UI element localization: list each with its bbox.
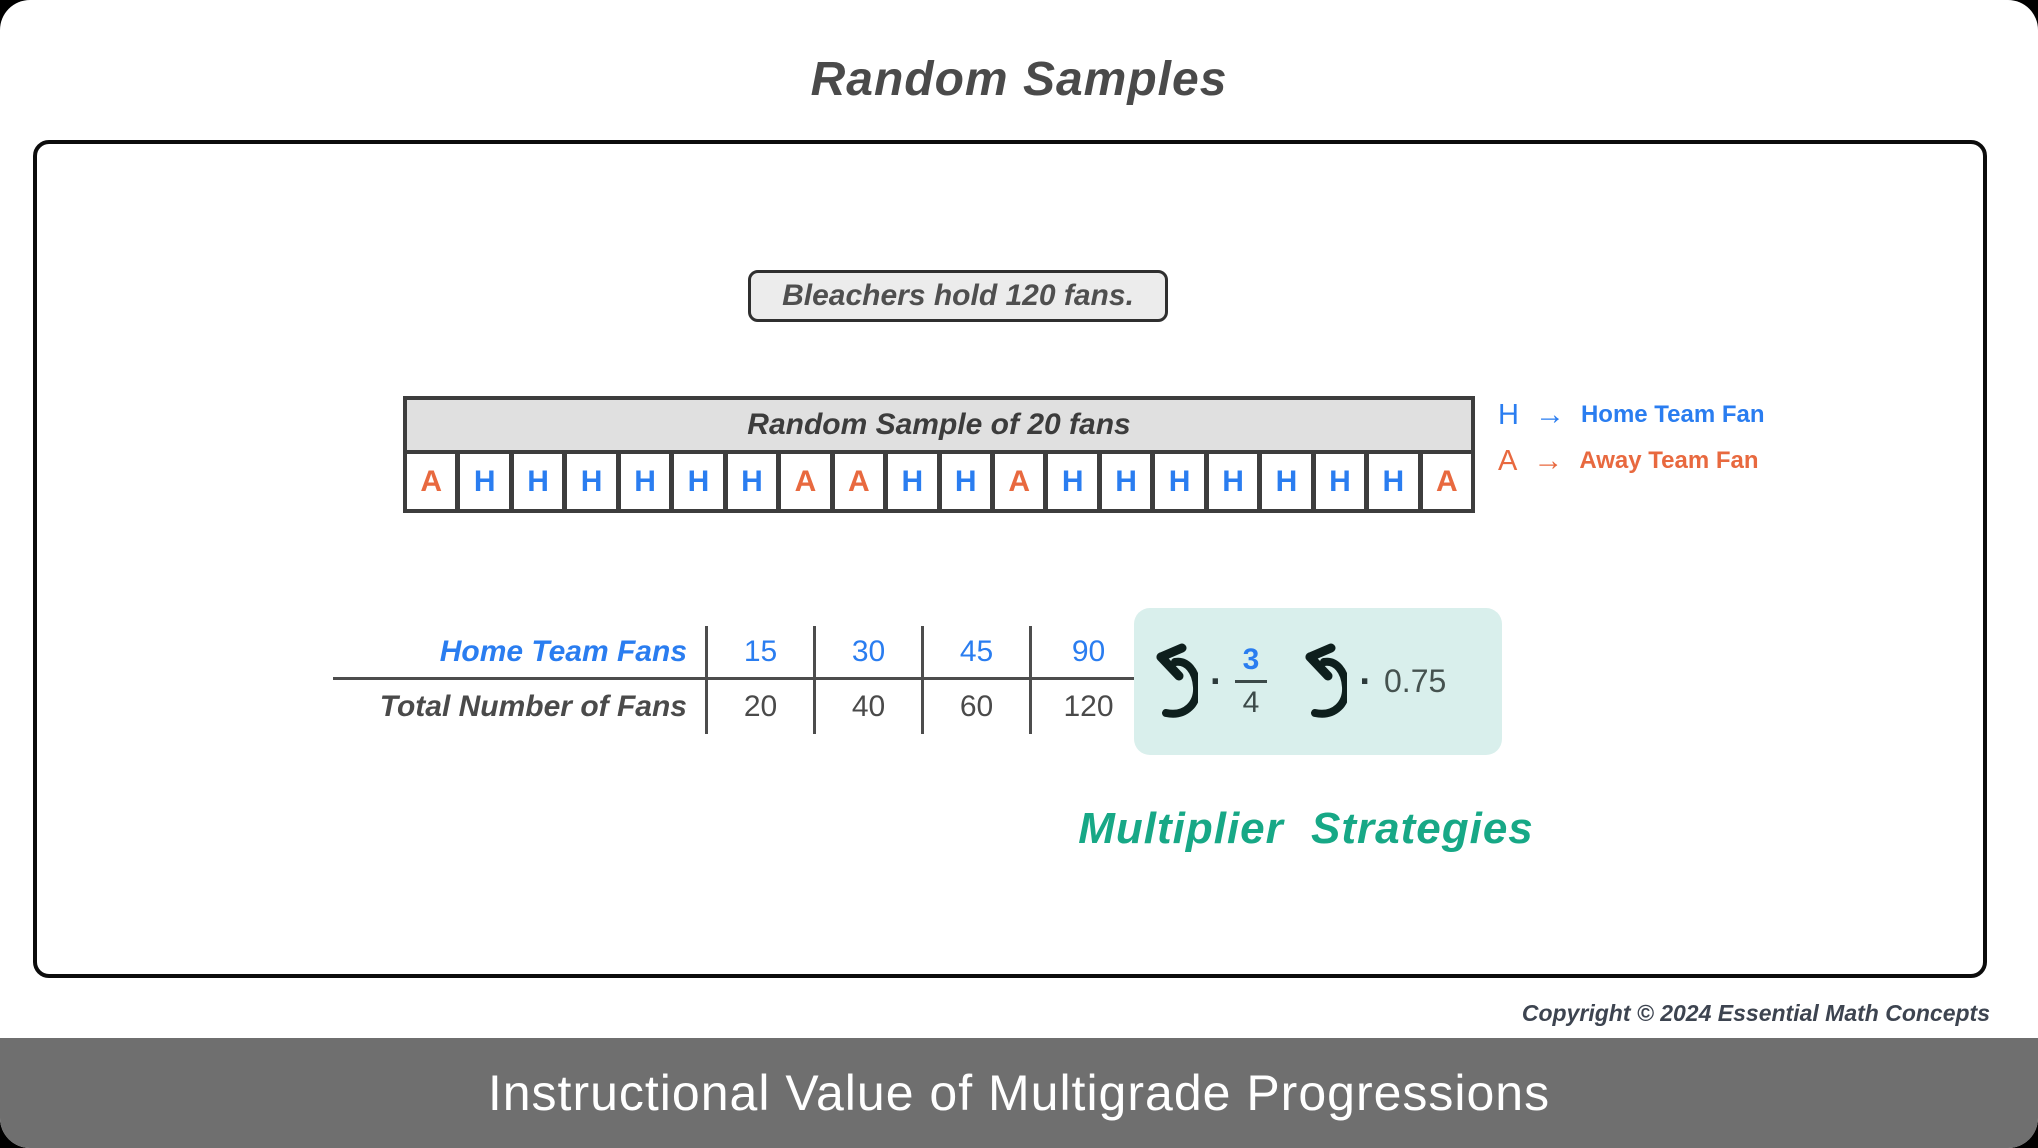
right-arrow-icon: → — [1533, 444, 1564, 477]
sample-cell: H — [888, 454, 937, 509]
sample-cell: H — [513, 454, 563, 509]
legend-row-away: A → Away Team Fan — [1498, 446, 1765, 476]
sample-cell: A — [781, 454, 830, 509]
sample-cell: H — [941, 454, 990, 509]
ratio-cell: 30 — [813, 626, 921, 680]
sample-cell: H — [1155, 454, 1204, 509]
copyright-notice: Copyright © 2024 Essential Math Concepts — [1521, 1000, 1990, 1026]
ratio-cell: 15 — [705, 626, 813, 680]
sample-cell: H — [674, 454, 723, 509]
bleachers-callout: Bleachers hold 120 fans. — [748, 270, 1168, 322]
multiplication-dot: · — [1359, 660, 1372, 703]
fan-legend: H → Home Team Fan A → Away Team Fan — [1498, 400, 1765, 476]
ratio-cell: 60 — [921, 680, 1029, 734]
sample-cell: H — [1048, 454, 1097, 509]
legend-letter-a: A — [1498, 444, 1518, 477]
multiplier-strategies-box: · 3 4 · 0.75 — [1134, 608, 1502, 755]
sample-cell: H — [727, 454, 777, 509]
footer-bar: Instructional Value of Multigrade Progre… — [0, 1038, 2038, 1148]
sample-cell: A — [994, 454, 1044, 509]
ratio-cell: 45 — [921, 626, 1029, 680]
sample-cell: H — [1101, 454, 1151, 509]
sample-cell: H — [1208, 454, 1258, 509]
ratio-cell: 20 — [705, 680, 813, 734]
page-title: Random Samples — [810, 53, 1228, 106]
ratio-table: Home Team Fans 15 30 45 90 Total Number … — [333, 626, 1145, 734]
legend-label-away: Away Team Fan — [1579, 447, 1759, 474]
content-board — [33, 140, 1987, 978]
multiplier-strategies-label: Multiplier Strategies — [1078, 804, 1534, 853]
sample-cell: A — [1422, 454, 1472, 509]
legend-letter-h: H — [1498, 398, 1519, 431]
sample-cell: H — [1262, 454, 1311, 509]
legend-row-home: H → Home Team Fan — [1498, 400, 1765, 430]
fraction-denominator: 4 — [1234, 680, 1268, 718]
rotate-counterclockwise-arrow-icon — [1156, 643, 1198, 718]
decimal-multiplier: 0.75 — [1384, 663, 1447, 699]
legend-label-home: Home Team Fan — [1580, 401, 1765, 428]
bleachers-callout-text: Bleachers hold 120 fans. — [782, 279, 1134, 312]
fraction-numerator: 3 — [1242, 643, 1260, 676]
sample-cell: H — [460, 454, 509, 509]
multiplication-dot: · — [1210, 660, 1223, 703]
rotate-counterclockwise-arrow-icon — [1305, 643, 1348, 718]
right-arrow-icon: → — [1534, 398, 1565, 431]
ratio-cell: 40 — [813, 680, 921, 734]
ratio-row-label: Total Number of Fans — [379, 690, 687, 723]
sample-cell: A — [834, 454, 884, 509]
sample-cell: H — [1315, 454, 1365, 509]
footer-title: Instructional Value of Multigrade Progre… — [487, 1065, 1551, 1121]
sample-cell: H — [620, 454, 670, 509]
random-sample-header: Random Sample of 20 fans — [407, 400, 1471, 450]
fraction-three-fourths: 3 4 — [1234, 643, 1268, 718]
sample-cell: A — [407, 454, 456, 509]
sample-cell: H — [567, 454, 616, 509]
ratio-row-label: Home Team Fans — [333, 626, 705, 680]
sample-cell: H — [1369, 454, 1418, 509]
ratio-cell: 90 — [1029, 626, 1145, 680]
ratio-cell: 120 — [1029, 680, 1145, 734]
